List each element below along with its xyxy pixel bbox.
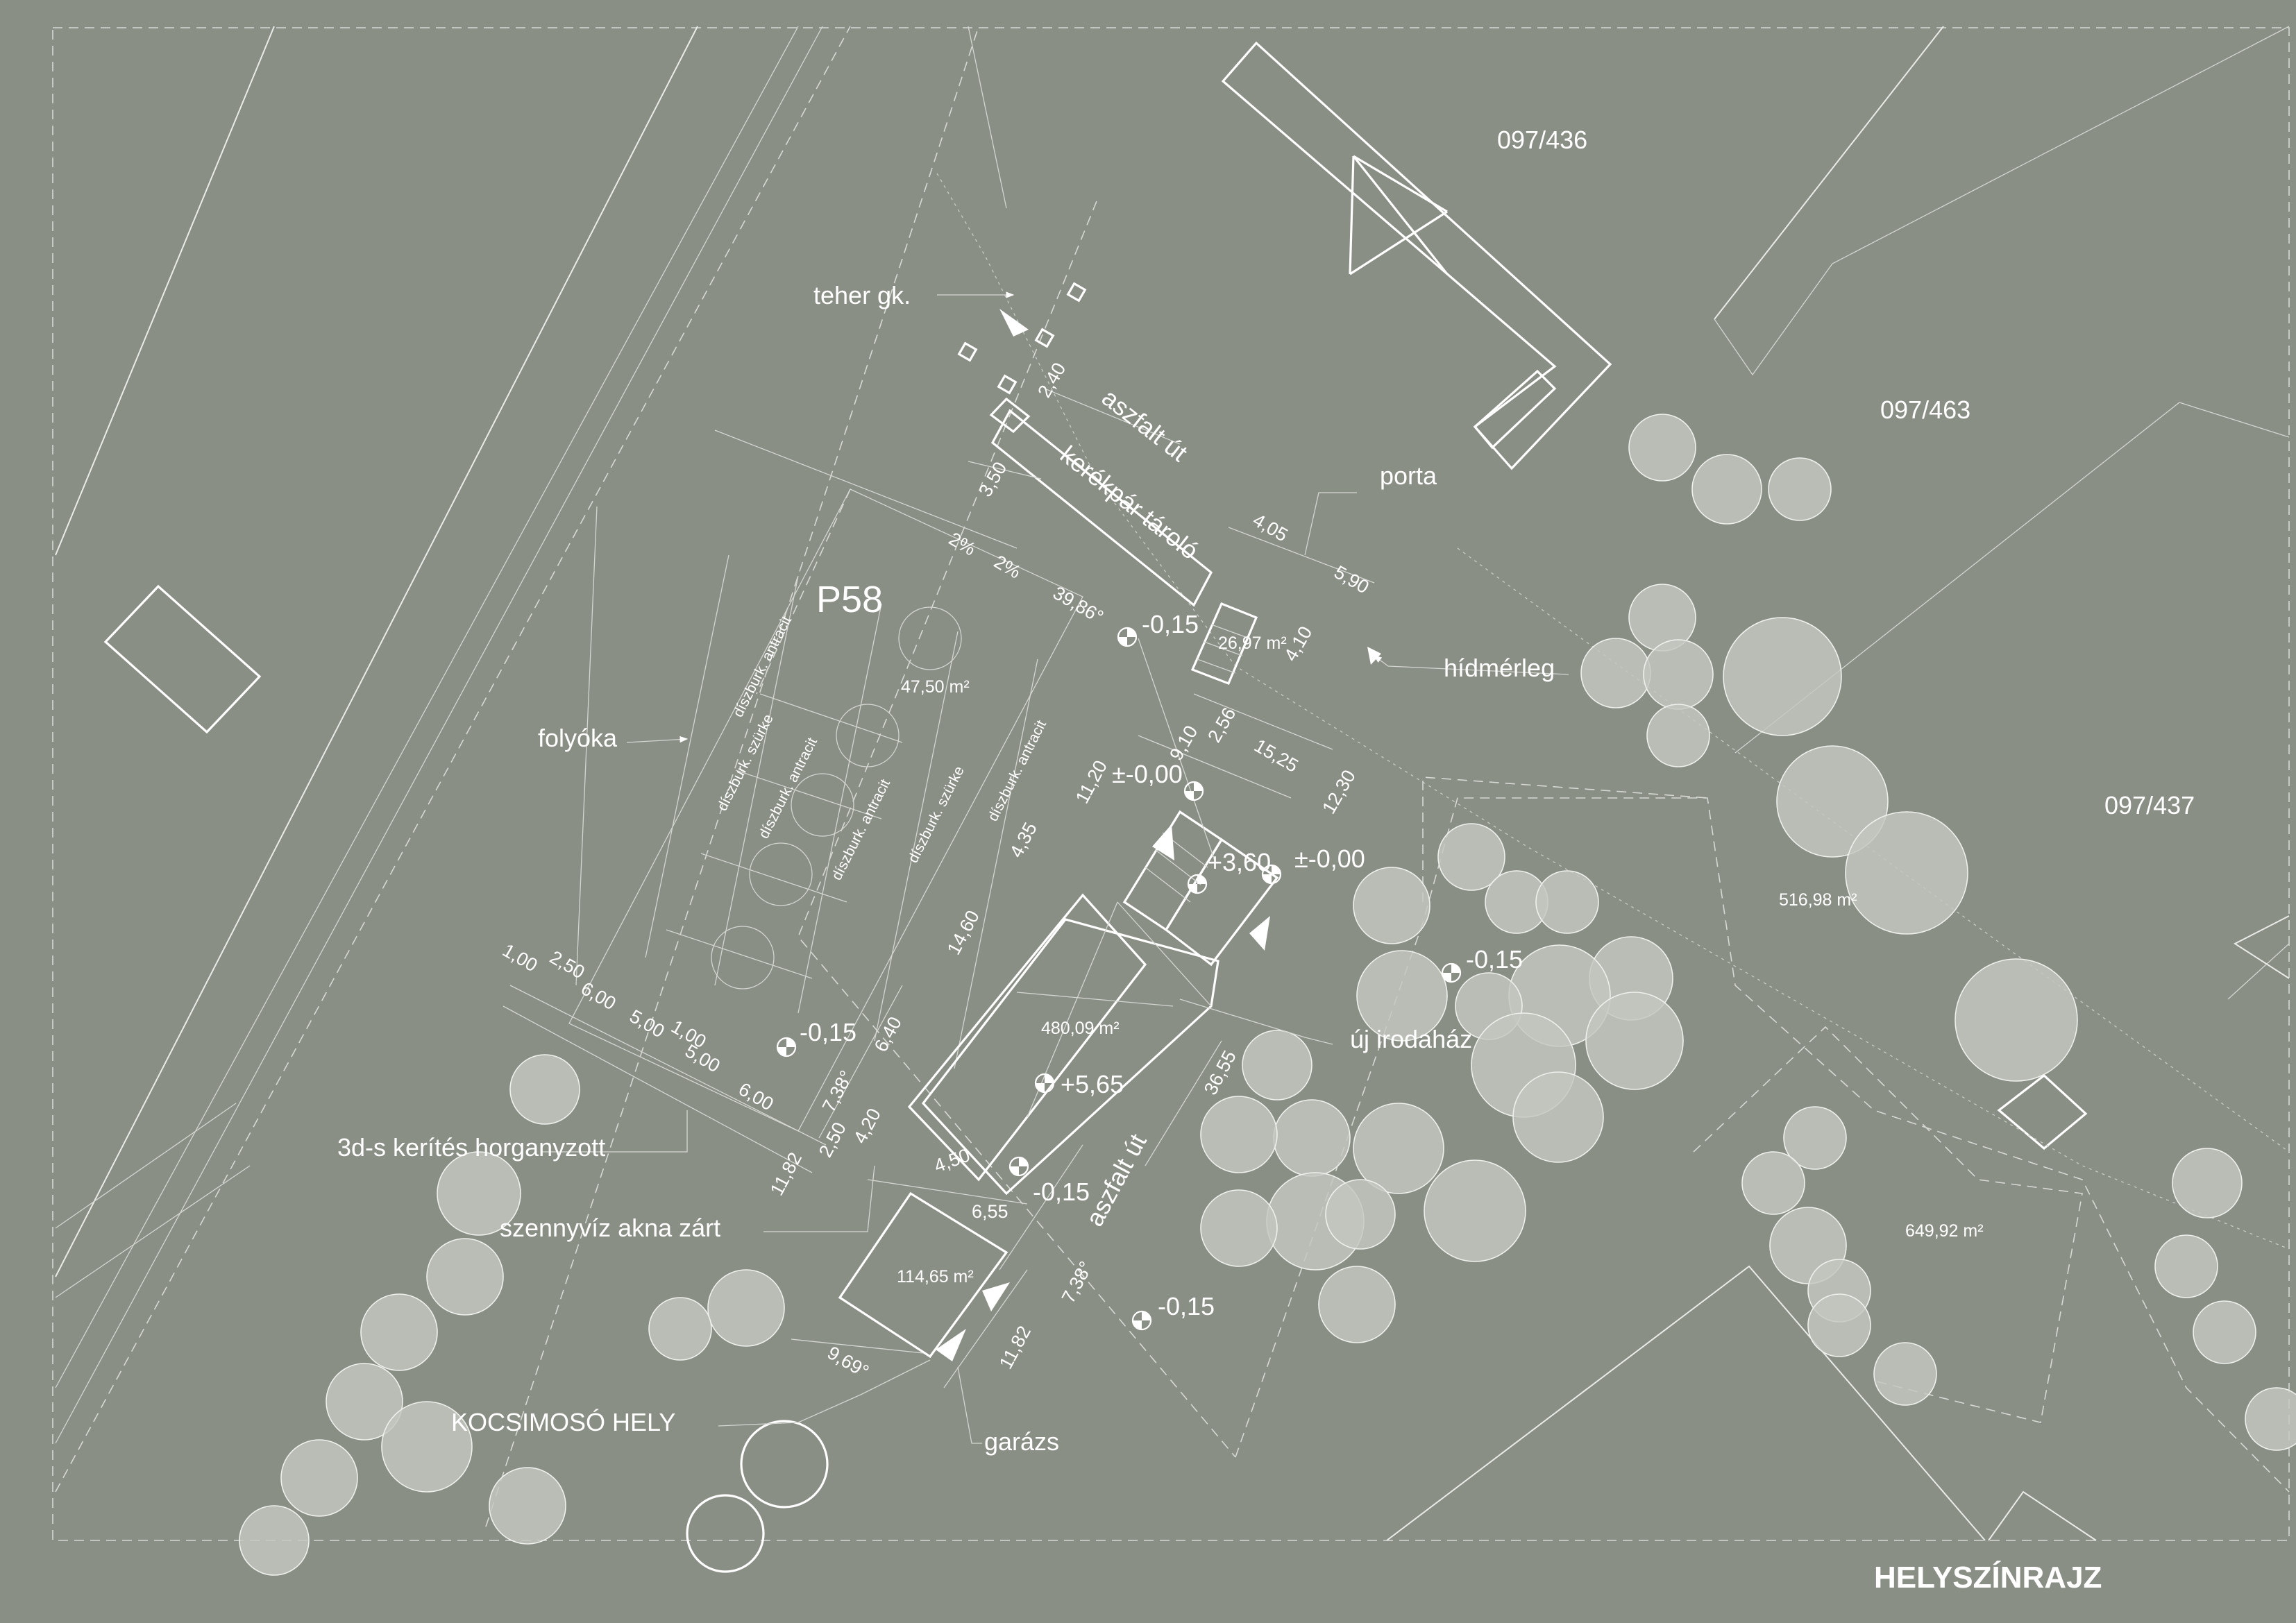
area-garage: 114,65 m² (897, 1267, 974, 1286)
dim-2-50b: 2,50 (815, 1119, 850, 1160)
slope-a: 2% (945, 528, 979, 559)
direction-arrows (936, 309, 1381, 1361)
paving-label-4: díszburk. antracit (829, 776, 893, 883)
car-wash-circle-2 (686, 1494, 765, 1573)
level-east: -0,15 (1466, 945, 1523, 974)
office-building (907, 810, 1279, 1196)
gate-area (957, 282, 1213, 607)
dim-36-55: 36,55 (1200, 1047, 1240, 1098)
paving-label-3: díszburk. antracit (756, 735, 820, 841)
dim-15-25: 15,25 (1251, 735, 1302, 776)
level-west: -0,15 (800, 1018, 856, 1046)
dim-4-35: 4,35 (1006, 819, 1041, 860)
level-upper: +3,60 (1208, 848, 1271, 876)
dim-4-20: 4,20 (850, 1105, 885, 1146)
label-gatehouse: porta (1380, 461, 1437, 490)
parcel-code: P58 (816, 579, 883, 620)
parcel-boundaries (1386, 26, 2290, 1541)
label-bridge-scale: hídmérleg (1444, 654, 1555, 682)
level-zero-b: ±-0,00 (1294, 844, 1365, 873)
label-car-wash: KOCSIMOSÓ HELY (451, 1408, 675, 1436)
level-zero-a: ±-0,00 (1112, 760, 1183, 788)
label-gutter: folyóka (538, 724, 618, 752)
area-green-b: 649,92 m² (1905, 1221, 1984, 1241)
area-green-a: 516,98 m² (1779, 890, 1857, 910)
dim-6-40: 6,40 (870, 1013, 906, 1055)
parcel-number-east: 097/463 (1880, 396, 1970, 424)
dim-9-69: 9,69° (824, 1342, 872, 1382)
garage-building (838, 1191, 1008, 1359)
level-road: -0,15 (1033, 1178, 1090, 1206)
label-truck: teher gk. (813, 281, 911, 309)
dim-2-40: 2,40 (1033, 359, 1070, 401)
parcel-number-north: 097/436 (1497, 126, 1587, 154)
dim-9-10: 9,10 (1165, 722, 1201, 764)
bike-storage (990, 409, 1213, 607)
area-office: 480,09 m² (1041, 1019, 1120, 1038)
dim-11-82a: 11,82 (766, 1149, 806, 1199)
dim-1-00a: 1,00 (499, 940, 541, 976)
trees (239, 414, 2296, 1576)
dimension-lines (791, 388, 1375, 1388)
dim-4-05: 4,05 (1249, 509, 1292, 545)
slope-b: 2% (990, 551, 1024, 582)
parcel-number-southeast: 097/437 (2104, 791, 2195, 819)
dim-4-50: 4,50 (931, 1144, 973, 1176)
drawing-frame (52, 27, 2290, 1541)
area-parking: 47,50 m² (901, 677, 970, 697)
car-wash-circle (740, 1420, 829, 1509)
dim-14-60: 14,60 (943, 907, 984, 958)
dim-5-00b: 5,00 (682, 1040, 724, 1076)
dim-7-38a: 7,38° (818, 1067, 857, 1116)
paving-label-5: díszburk. szürke (905, 764, 968, 866)
label-fence: 3d-s kerítés horganyzott (337, 1133, 605, 1162)
gatehouse (1190, 602, 1258, 686)
leader-lines (541, 291, 1569, 1444)
small-building-west (103, 584, 262, 734)
dim-12-30: 12,30 (1318, 766, 1360, 817)
dim-7-38b: 7,38° (1058, 1258, 1097, 1307)
drawing-title: HELYSZÍNRAJZ (1874, 1560, 2102, 1595)
road-strips (55, 26, 1007, 1527)
dim-5-90: 5,90 (1331, 561, 1373, 597)
parking-area (503, 430, 1083, 1173)
label-asphalt-road-north: aszfalt út (1097, 383, 1193, 467)
dim-6-55: 6,55 (972, 1201, 1008, 1222)
dim-6-00a: 6,00 (577, 978, 620, 1014)
paving-label-1: díszburk. antracit (730, 613, 795, 720)
level-entry: -0,15 (1142, 610, 1199, 638)
dim-39-86: 39,86° (1049, 582, 1107, 627)
dim-11-20: 11,20 (1072, 757, 1111, 807)
dim-2-50: 2,50 (546, 946, 589, 983)
paving-label-6: díszburk. antracit (985, 717, 1049, 824)
level-roof: +5,65 (1061, 1070, 1124, 1098)
label-garage: garázs (984, 1427, 1059, 1456)
level-south: -0,15 (1158, 1292, 1215, 1320)
label-new-office: új irodaház (1350, 1025, 1472, 1053)
area-gatehouse: 26,97 m² (1218, 634, 1287, 653)
dim-4-10: 4,10 (1280, 622, 1316, 665)
north-building (1221, 41, 1612, 470)
paving-label-2: díszburk. szürke (714, 712, 777, 814)
dim-11-82b: 11,82 (995, 1323, 1035, 1373)
label-asphalt-road-south: aszfalt út (1080, 1129, 1152, 1230)
label-sewer-manhole: szennyvíz akna zárt (500, 1214, 720, 1242)
